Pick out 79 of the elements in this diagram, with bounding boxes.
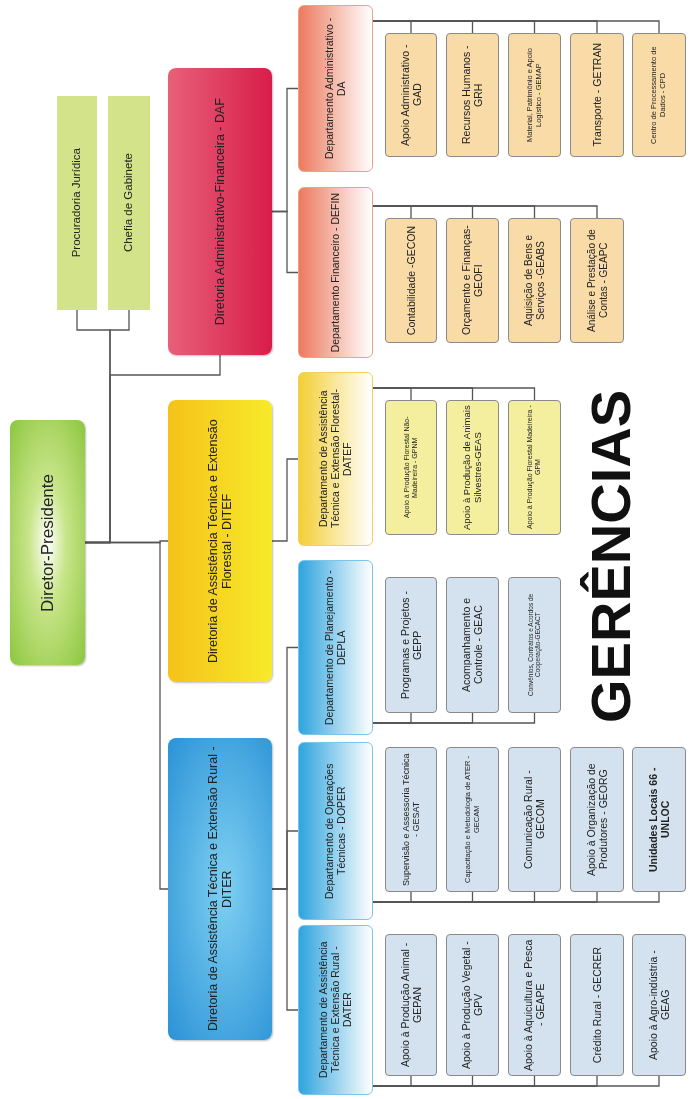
box-label: Programas e Projetos - GEPP [398, 590, 424, 701]
advisory-box [108, 96, 150, 310]
box-label: Diretor-Presidente [37, 473, 58, 612]
box-label: Apoio à Organização de Produtores - GEORG [584, 762, 610, 878]
directorate-box [168, 400, 272, 682]
box-label: Apoio à Produção Vegetal - GPV [460, 940, 485, 1071]
box-label: Unidades Locais 66 - UNLOC [646, 766, 672, 874]
box-label: Procuradoria Jurídica [70, 148, 84, 258]
box-label: Apoio Administrativo - GAD [398, 43, 424, 148]
box-label: Departamento de Planejamento - DEPLA [323, 569, 348, 727]
box-label: Apoio à Produção Animal - GEPAN [398, 941, 424, 1070]
box-label: Departamento de Assistência Técnica e Extensão Florestal-DATEF [317, 388, 354, 531]
box-label: Apoio à Aquicultura e Pesca - GEAPE [522, 939, 547, 1071]
unit-box [570, 934, 624, 1076]
connector-line [271, 210, 299, 274]
connector-line [372, 891, 660, 903]
department-box [298, 560, 373, 735]
advisory-box [57, 96, 97, 310]
unit-box [570, 218, 624, 343]
unit-box [446, 747, 499, 892]
department-box [298, 5, 373, 172]
unit-box [385, 33, 437, 157]
unit-box [632, 747, 686, 892]
box-label: Apoio à Agro-indústria - GEAG [646, 949, 672, 1062]
unit-box [385, 934, 437, 1076]
unit-box [385, 218, 437, 343]
box-label: Chefia de Gabinete [122, 153, 136, 253]
box-label: Comunicação Rural - GECOM [522, 769, 547, 871]
unit-box [632, 934, 686, 1076]
unit-box [508, 577, 561, 713]
box-label: Departamento de Operações Técnicas - DOPER [323, 762, 348, 901]
unit-box [570, 747, 624, 892]
connector-line [372, 387, 536, 401]
president-box [10, 420, 85, 665]
box-label: Departamento Administrativo - DA [323, 16, 348, 162]
box-label: Recursos Humanos - GRH [460, 44, 485, 147]
box-label: Orçamento e Finanças- GEOFI [460, 224, 485, 338]
unit-box [446, 218, 499, 343]
unit-box [385, 577, 437, 713]
department-box [298, 372, 373, 546]
unit-box [385, 747, 437, 892]
unit-box [385, 400, 437, 535]
connector-line [84, 541, 169, 890]
unit-box [508, 218, 561, 343]
box-label: Diretoria de Assistência Técnica e Extensão Rural - DITER [205, 745, 235, 1034]
box-label: Diretoria Administrativo-Financeira - DAF [212, 97, 228, 326]
unit-box [508, 747, 561, 892]
unit-box [632, 33, 686, 157]
box-label: Departamento de Assistência Técnica e Extensão Rural - DATER [317, 940, 354, 1081]
directorate-box [168, 738, 272, 1040]
box-label: Apoio à Produção de Animais Silvestres-GEAS [461, 405, 484, 530]
section-heading: GERÊNCIAS [578, 390, 643, 723]
unit-box [446, 934, 499, 1076]
connector-line [271, 888, 299, 1011]
box-label: Aquisição de Bens e Serviços -GEABS [523, 233, 546, 329]
unit-box [570, 33, 624, 157]
connector-line [372, 205, 598, 219]
unit-box [446, 577, 499, 713]
box-label: Diretoria de Assistência Técnica e Extensão Florestal - DITEF [205, 418, 235, 665]
box-label: Transporte - GETRAN [590, 43, 604, 147]
directorate-box [168, 68, 272, 355]
department-box [298, 187, 373, 358]
box-label: Crédito Rural - GECRER [590, 946, 604, 1064]
department-box [298, 925, 373, 1095]
connector-line [372, 1075, 660, 1087]
department-box [298, 742, 373, 920]
unit-box [508, 33, 561, 157]
box-label: Departamento Financeiro - DEFIN [329, 192, 342, 353]
connector-line [372, 712, 536, 724]
connector-line [271, 458, 299, 542]
box-label: Contabilidade -GECON [404, 225, 418, 336]
unit-box [446, 400, 499, 535]
unit-box [508, 400, 561, 535]
box-label: Supervisão e Assessoria Técnica - GESAT [400, 752, 422, 887]
connector-line [372, 20, 660, 34]
box-label: Acompanhamento e Controle - GEAC [460, 597, 485, 694]
box-label: Análise e Prestação de Contas - GEAPC [585, 228, 609, 334]
unit-box [446, 33, 499, 157]
unit-box [508, 934, 561, 1076]
